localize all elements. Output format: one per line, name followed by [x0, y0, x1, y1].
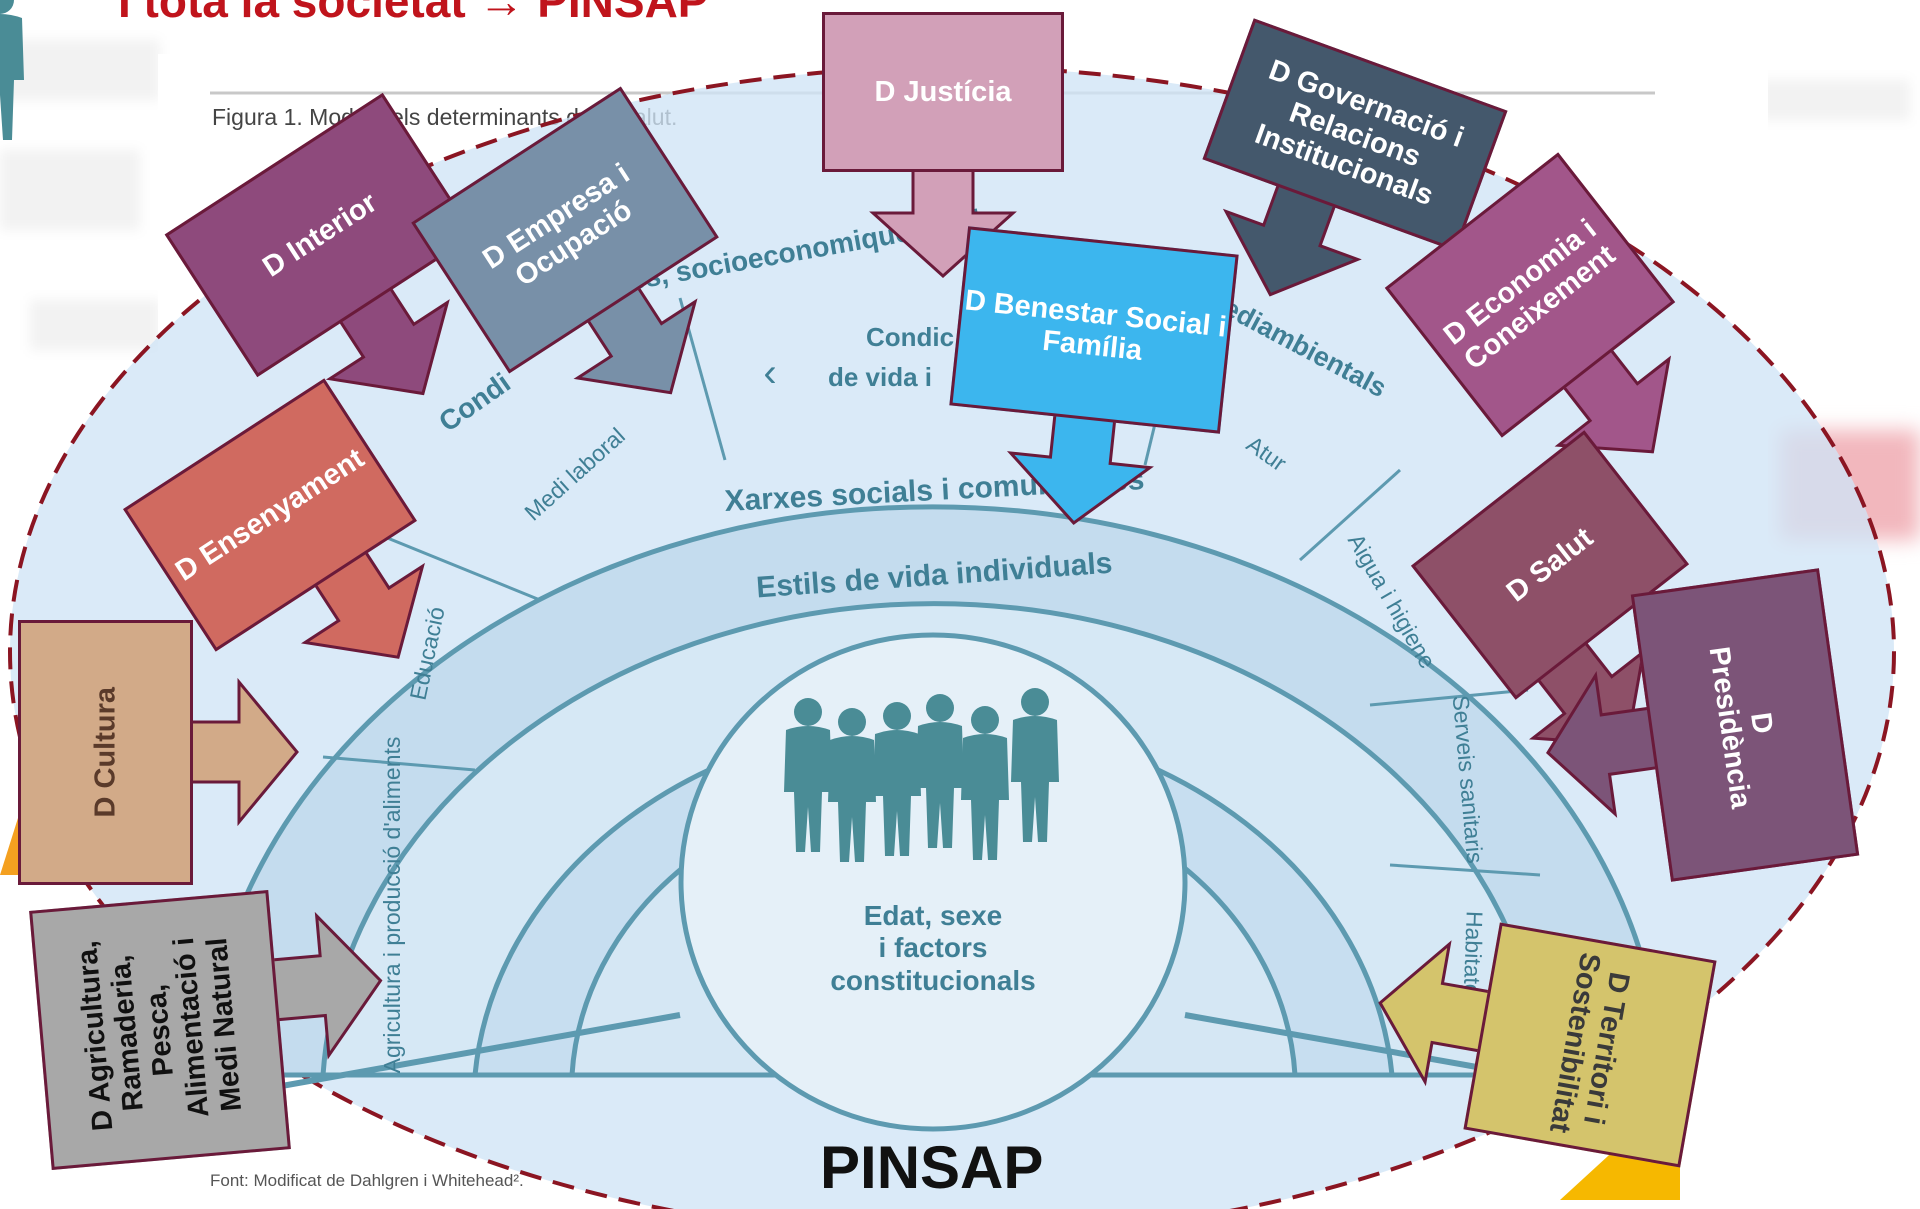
callout-arrow [268, 911, 383, 1060]
callout-label-justicia: D Justícia [822, 12, 1064, 172]
people-group-icon [0, 0, 1059, 862]
callout-label-cultura: D Cultura [18, 620, 193, 885]
center-line-1: Edat, sexe [864, 900, 1003, 931]
callout-label-agricultura: D Agricultura, Ramaderia, Pesca, Aliment… [29, 890, 291, 1170]
sector-divider [1389, 863, 1541, 877]
callout-label-presidencia: D Presidència [1630, 568, 1860, 882]
figure-source: Font: Modificat de Dahlgren i Whitehead²… [210, 1171, 524, 1190]
sector-divider [322, 755, 476, 772]
callout-arrow [325, 284, 450, 396]
ring-living-label-2: de vida i [828, 362, 932, 392]
callout-empresa: D Empresa i Ocupació [411, 86, 719, 395]
callout-economia: D Economia i Coneixement [1384, 152, 1676, 454]
callout-ensenyament: D Ensenyament [123, 378, 425, 659]
page-heading: I tota la societat → PINSAP [118, 0, 709, 27]
callout-arrow [189, 677, 299, 827]
callout-presidencia: D Presidència [1546, 568, 1860, 882]
center-line-3: constitucionals [830, 965, 1035, 996]
sector-agricultura: Agricultura i producció d'aliments [379, 737, 405, 1074]
ring-living-label: Condic [866, 322, 954, 352]
chevron-left-icon: ‹ [763, 351, 776, 395]
callout-benestar: D Benestar Social i Família [949, 226, 1239, 525]
callout-arrow [300, 548, 425, 659]
center-line-2: i factors [879, 932, 988, 963]
sector-divider [1298, 468, 1402, 562]
callout-arrow [1222, 180, 1362, 297]
callout-justicia: D Justícia [822, 12, 1064, 278]
callout-territori: D Territori i Sostenibilitat [1378, 922, 1717, 1168]
callout-arrow [573, 283, 698, 395]
callout-arrow [1006, 410, 1154, 525]
pinsap-label: PINSAP [820, 1134, 1044, 1201]
sector-divider [1369, 688, 1529, 707]
callout-interior: D Interior [164, 92, 476, 396]
callout-label-benestar: D Benestar Social i Família [949, 226, 1239, 434]
callout-label-territori: D Territori i Sostenibilitat [1463, 922, 1717, 1168]
callout-agricultura: D Agricultura, Ramaderia, Pesca, Aliment… [29, 890, 383, 1170]
callout-arrow [1546, 670, 1661, 818]
callout-arrow [1378, 940, 1494, 1087]
callout-arrow [1554, 346, 1672, 454]
callout-governacio: D Governació i Relacions Institucionals [1202, 18, 1508, 297]
sector-divider [379, 533, 541, 602]
callout-cultura: D Cultura [18, 620, 299, 885]
